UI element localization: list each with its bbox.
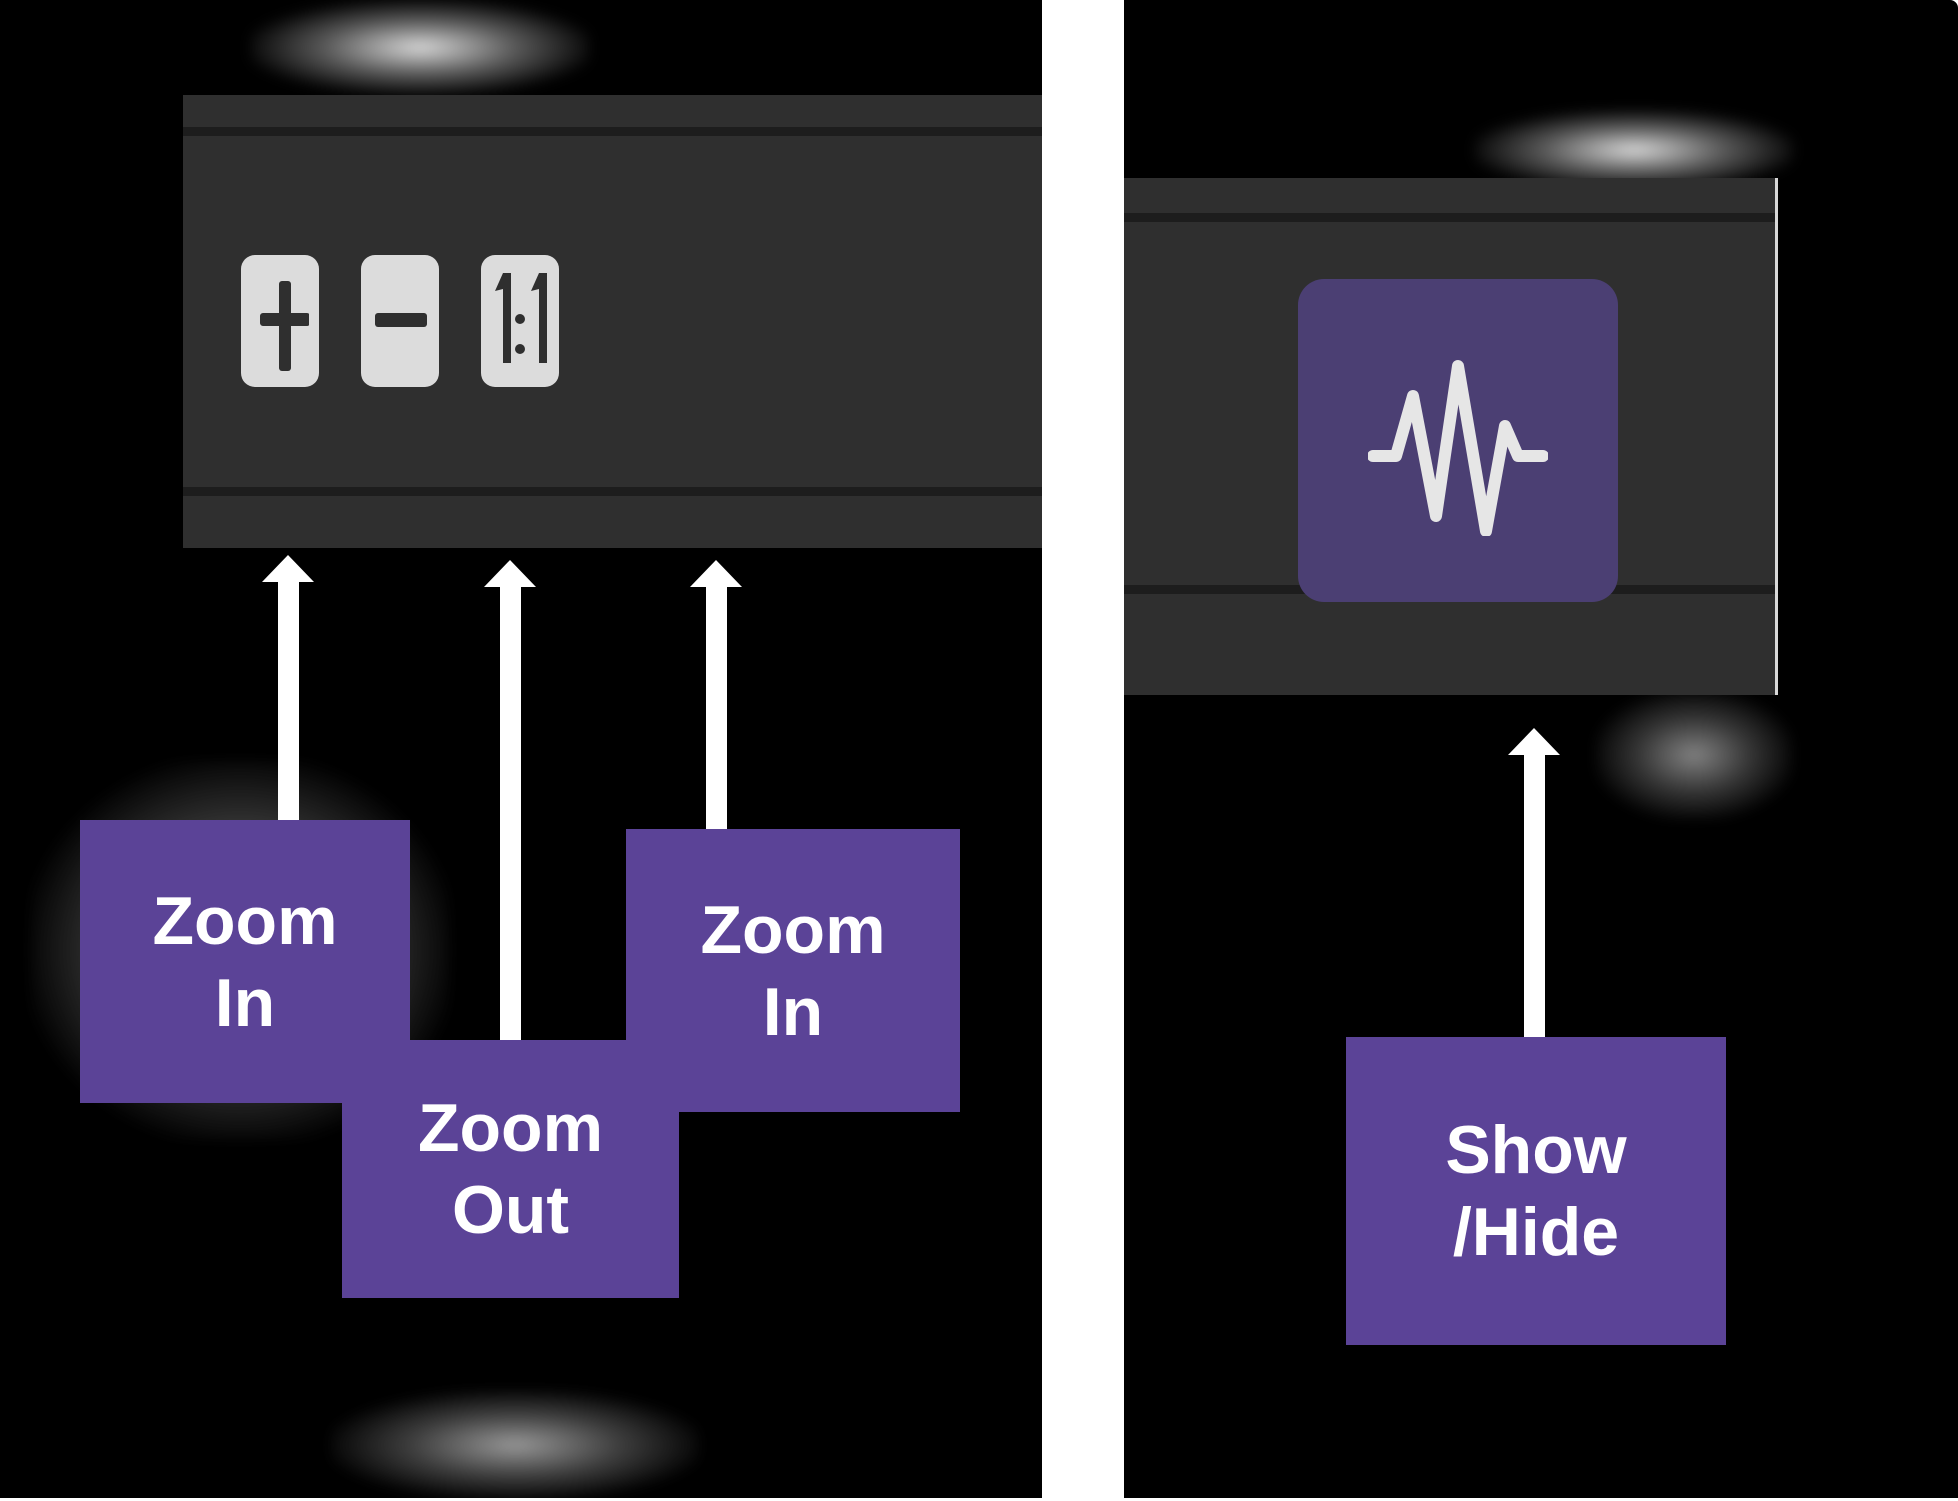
show-hide-button[interactable] [1298,279,1618,602]
callout-text: Out [451,1172,570,1248]
callout-text: /Hide [1452,1194,1620,1270]
callout-text: Zoom [700,891,886,968]
glow-effect [1474,110,1794,190]
callout-text: Zoom [417,1090,604,1166]
minus-icon [375,313,427,327]
callout-text: In [214,964,276,1041]
glow-effect [1594,690,1794,820]
zoom-toolbar [183,95,1042,548]
glow-effect [330,1390,700,1498]
plus-icon [260,281,309,371]
toolbar-divider [183,127,1042,136]
left-panel: Zoom In Zoom Out Zoom In [0,0,1042,1498]
zoom-in-button[interactable] [241,255,319,387]
callout-text: Show [1445,1112,1627,1188]
visualization-toolbar [1124,178,1778,695]
one-to-one-icon [495,273,547,363]
glow-effect [250,0,590,95]
toolbar-divider [1124,213,1775,222]
toolbar-divider [183,487,1042,496]
right-panel: Show /Hide [1124,0,1958,1498]
callout-show-hide: Show /Hide [1346,1037,1726,1345]
actual-size-button[interactable] [481,255,559,387]
waveform-icon [1368,359,1548,536]
callout-text: In [762,973,824,1050]
callout-zoom-in-actual-size: Zoom In [626,829,960,1112]
zoom-out-button[interactable] [361,255,439,387]
callout-zoom-out: Zoom Out [342,1040,679,1298]
callout-text: Zoom [152,882,338,959]
